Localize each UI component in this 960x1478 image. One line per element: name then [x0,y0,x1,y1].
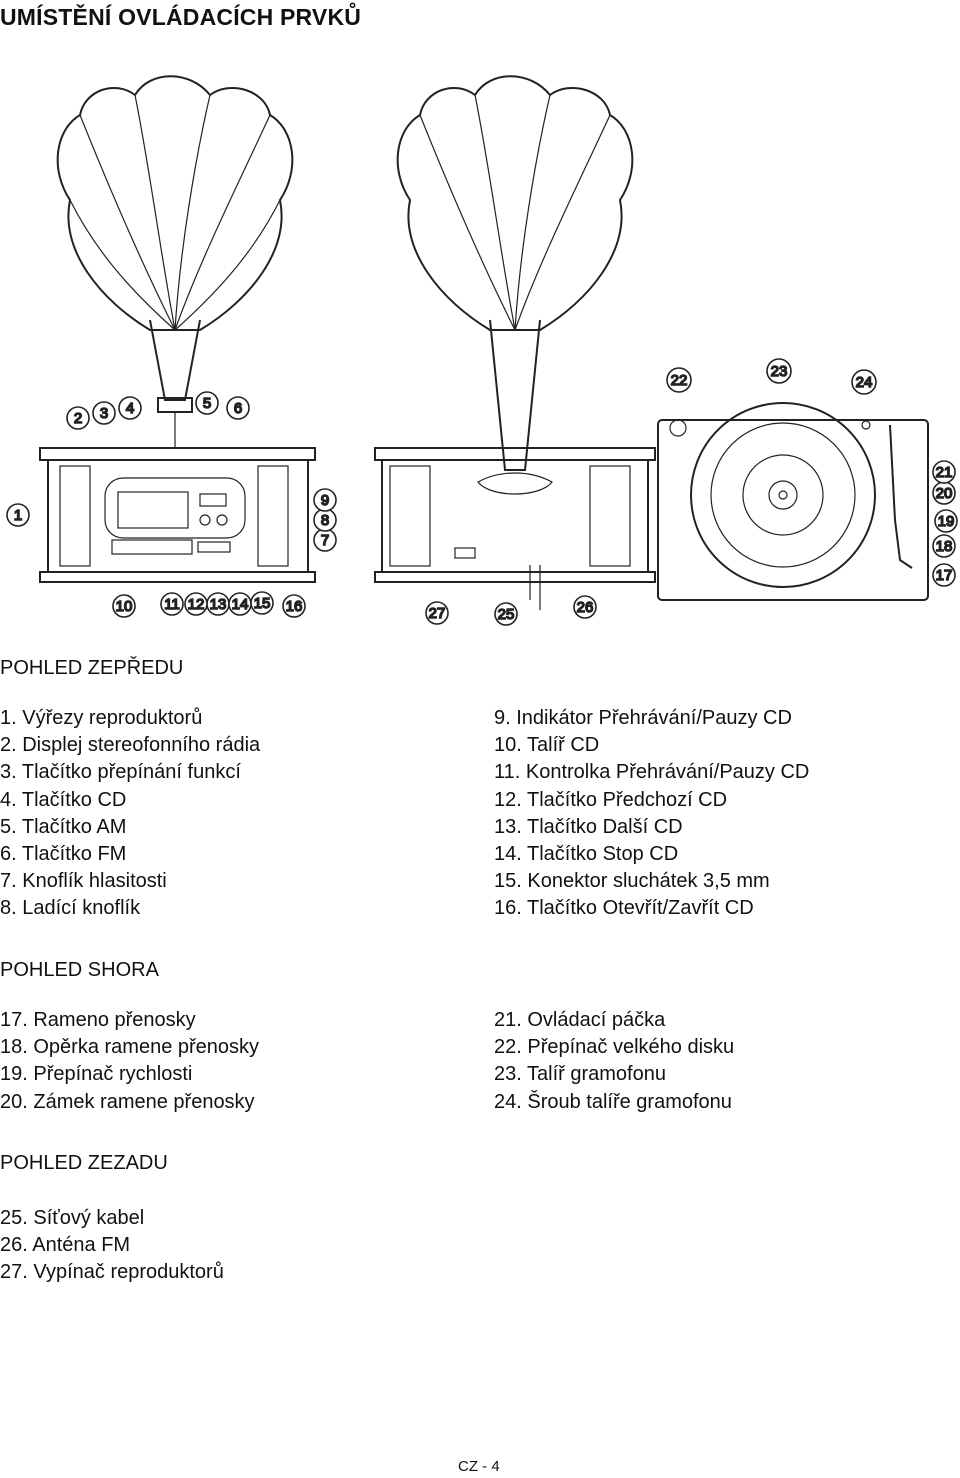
svg-text:9: 9 [321,492,329,509]
callout-11: 11 [160,592,184,616]
list-item: 9. Indikátor Přehrávání/Pauzy CD [494,707,792,729]
callout-8: 8 [313,508,337,532]
svg-text:11: 11 [164,596,180,613]
list-item: 24. Šroub talíře gramofonu [494,1090,732,1113]
top-view-drawing [657,402,929,601]
svg-text:1: 1 [14,507,22,524]
svg-text:10: 10 [116,598,133,615]
list-item: 17. Rameno přenosky [0,1009,196,1031]
list-item: 16. Tlačítko Otevřít/Zavřít CD [494,897,754,920]
svg-text:24: 24 [856,374,873,391]
svg-text:6: 6 [234,400,242,417]
svg-text:4: 4 [126,400,134,417]
svg-text:7: 7 [321,532,329,549]
list-item: 13. Tlačítko Další CD [494,815,683,838]
callout-13: 13 [206,592,230,616]
callout-17: 17 [932,563,956,587]
front-view-heading: POHLED ZEPŘEDU [0,657,184,679]
callout-26: 26 [573,595,597,619]
device-illustration: 1 2 3 4 5 6 7 8 9 10 11 12 13 14 15 16 1… [6,75,958,626]
list-item: 12. Tlačítko Předchozí CD [494,788,728,811]
svg-text:21: 21 [936,464,953,481]
front-view-drawing [39,75,316,583]
callout-19: 19 [934,509,958,533]
svg-text:25: 25 [498,606,515,623]
top-view-heading: POHLED SHORA [0,959,159,981]
svg-text:26: 26 [577,599,594,616]
svg-text:12: 12 [188,596,205,613]
list-item: 2. Displej stereofonního rádia [0,734,261,757]
list-item: 20. Zámek ramene přenosky [0,1090,255,1113]
callout-20: 20 [932,481,956,505]
front-view-list-left: 1. Výřezy reproduktorů 2. Displej stereo… [0,705,260,923]
back-view-list-left: 25. Síťový kabel 26. Anténa FM 27. Vypín… [0,1205,224,1287]
svg-text:27: 27 [429,605,446,622]
list-item: 6. Tlačítko FM [0,843,127,866]
svg-text:22: 22 [671,372,688,389]
list-item: 18. Opěrka ramene přenosky [0,1036,260,1059]
svg-text:5: 5 [203,395,211,412]
svg-text:14: 14 [232,596,249,613]
callout-15: 15 [250,591,274,615]
svg-text:19: 19 [938,513,955,530]
back-view-heading: POHLED ZEZADU [0,1152,168,1174]
list-item: 3. Tlačítko přepínání funkcí [0,761,241,784]
front-view-list-right: 9. Indikátor Přehrávání/Pauzy CD 10. Tal… [494,705,809,923]
callout-10: 10 [112,594,136,618]
callout-4: 4 [118,396,142,420]
callout-6: 6 [226,396,250,420]
svg-text:15: 15 [254,595,271,612]
list-item: 4. Tlačítko CD [0,788,127,811]
callout-23: 23 [766,358,792,384]
svg-text:13: 13 [210,596,227,613]
svg-text:18: 18 [936,538,953,555]
svg-text:20: 20 [936,485,953,502]
callout-27: 27 [425,601,449,625]
list-item: 27. Vypínač reproduktorů [0,1261,224,1284]
callout-3: 3 [92,401,116,425]
callout-2: 2 [66,406,90,430]
list-item: 26. Anténa FM [0,1234,131,1257]
callout-14: 14 [228,592,252,616]
callout-25: 25 [494,602,518,626]
svg-text:8: 8 [321,512,329,529]
callout-22: 22 [666,367,692,393]
list-item: 11. Kontrolka Přehrávání/Pauzy CD [494,761,810,784]
callout-12: 12 [184,592,208,616]
svg-text:23: 23 [771,363,788,380]
svg-text:17: 17 [936,567,953,584]
svg-text:3: 3 [100,405,108,422]
list-item: 15. Konektor sluchátek 3,5 mm [494,870,770,893]
back-view-drawing [374,75,656,610]
top-view-list-right: 21. Ovládací páčka 22. Přepínač velkého … [494,1007,734,1116]
list-item: 25. Síťový kabel [0,1207,145,1229]
svg-text:2: 2 [74,410,82,427]
list-item: 21. Ovládací páčka [494,1009,666,1031]
callout-16: 16 [282,594,306,618]
callout-markers: 1 2 3 4 5 6 7 8 9 10 11 12 13 14 15 16 1… [6,358,958,626]
page-title: UMÍSTĚNÍ OVLÁDACÍCH PRVKŮ [0,4,362,30]
page-number: CZ - 4 [458,1458,500,1475]
top-view-list-left: 17. Rameno přenosky 18. Opěrka ramene př… [0,1007,259,1116]
callout-24: 24 [851,369,877,395]
list-item: 14. Tlačítko Stop CD [494,843,679,866]
svg-text:16: 16 [286,598,303,615]
list-item: 23. Talíř gramofonu [494,1063,666,1086]
list-item: 22. Přepínač velkého disku [494,1036,735,1059]
callout-21: 21 [932,460,956,484]
callout-1: 1 [6,503,30,527]
list-item: 1. Výřezy reproduktorů [0,707,203,729]
list-item: 7. Knoflík hlasitosti [0,870,167,893]
callout-18: 18 [932,534,956,558]
list-item: 19. Přepínač rychlosti [0,1063,193,1086]
callout-5: 5 [195,391,219,415]
callout-7: 7 [313,528,337,552]
list-item: 5. Tlačítko AM [0,815,127,838]
list-item: 10. Talíř CD [494,734,600,757]
callout-9: 9 [313,488,337,512]
list-item: 8. Ladící knoflík [0,897,141,920]
